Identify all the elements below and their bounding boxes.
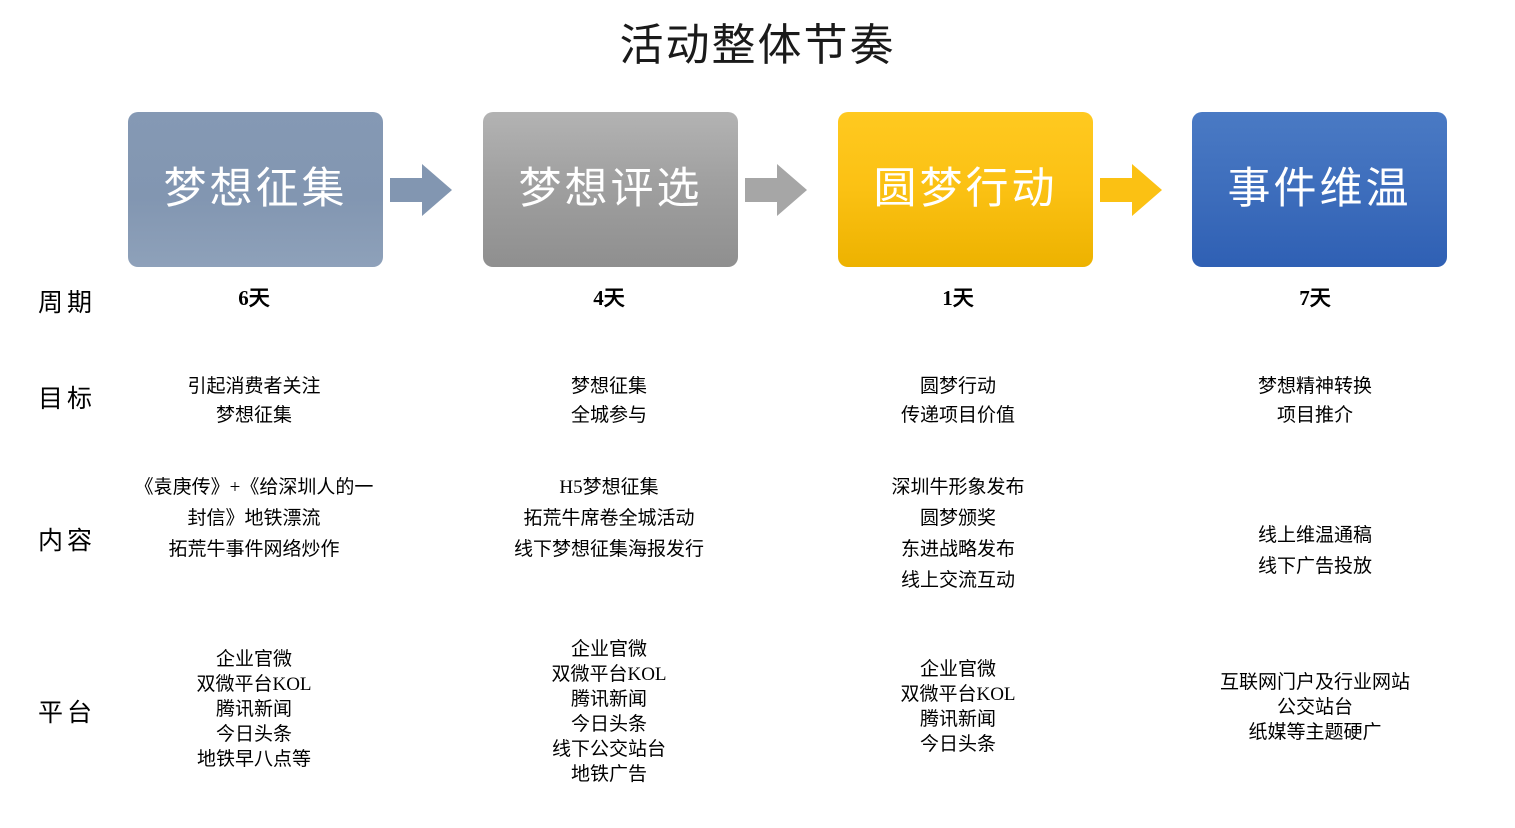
row-label-goal: 目标 bbox=[38, 386, 97, 413]
process-flow-stages: 梦想征集 梦想评选 圆梦行动 事件维温 bbox=[0, 112, 1515, 267]
cell-platform-stage4: 互联网门户及行业网站公交站台纸媒等主题硬广 bbox=[1165, 670, 1465, 745]
cell-line: 地铁广告 bbox=[570, 764, 647, 785]
cell-line: 地铁早八点等 bbox=[196, 749, 311, 770]
cell-line: 封信》地铁漂流 bbox=[187, 508, 321, 529]
cell-line: 梦想征集 bbox=[570, 376, 647, 397]
cell-line: 互联网门户及行业网站 bbox=[1219, 672, 1410, 693]
cell-goal-stage2: 梦想征集全城参与 bbox=[459, 372, 759, 430]
cell-line: 《袁庚传》+《给深圳人的一 bbox=[134, 477, 374, 498]
cell-line: 东进战略发布 bbox=[900, 539, 1015, 560]
cell-line: 双微平台KOL bbox=[900, 684, 1016, 705]
stage-box-event-maintenance[interactable]: 事件维温 bbox=[1192, 112, 1447, 267]
right-arrow-icon bbox=[1100, 162, 1162, 218]
stage-detail-matrix: 周期 6天 4天 1天 7天 目标 引起消费者关注梦想征集 梦想征集全城参与 圆… bbox=[0, 267, 1515, 812]
cell-line: 双微平台KOL bbox=[551, 664, 667, 685]
cell-platform-stage3: 企业官微双微平台KOL 腾讯新闻今日头条 bbox=[808, 657, 1108, 757]
cell-line: 拓荒牛事件网络炒作 bbox=[168, 539, 340, 560]
cell-line: 1天 bbox=[942, 286, 974, 310]
right-arrow-icon bbox=[745, 162, 807, 218]
cell-line: 4天 bbox=[593, 286, 625, 310]
cell-goal-stage1: 引起消费者关注梦想征集 bbox=[104, 372, 404, 430]
cell-line: 腾讯新闻 bbox=[919, 709, 996, 730]
cell-content-stage2: H5梦想征集拓荒牛席卷全城活动线下梦想征集海报发行 bbox=[459, 472, 759, 565]
row-label-period: 周期 bbox=[38, 290, 97, 317]
cell-line: 企业官微 bbox=[570, 639, 647, 660]
cell-line: 项目推介 bbox=[1276, 405, 1353, 426]
cell-line: 企业官微 bbox=[919, 659, 996, 680]
stage-label: 梦想征集 bbox=[163, 165, 348, 213]
cell-line: 梦想精神转换 bbox=[1257, 376, 1372, 397]
cell-line: 7天 bbox=[1299, 286, 1331, 310]
cell-line: 深圳牛形象发布 bbox=[891, 477, 1025, 498]
stage-box-dream-selection[interactable]: 梦想评选 bbox=[483, 112, 738, 267]
cell-content-stage1: 《袁庚传》+《给深圳人的一封信》地铁漂流拓荒牛事件网络炒作 bbox=[104, 472, 404, 565]
cell-line: 圆梦颁奖 bbox=[919, 508, 996, 529]
cell-line: 今日头条 bbox=[570, 714, 647, 735]
right-arrow-icon bbox=[390, 162, 452, 218]
cell-line: 线下梦想征集海报发行 bbox=[513, 539, 704, 560]
cell-line: 6天 bbox=[238, 286, 270, 310]
cell-line: 全城参与 bbox=[570, 405, 647, 426]
cell-period-stage2: 4天 bbox=[459, 285, 759, 311]
page-title: 活动整体节奏 bbox=[619, 21, 896, 70]
cell-line: 腾讯新闻 bbox=[570, 689, 647, 710]
cell-line: 今日头条 bbox=[919, 734, 996, 755]
row-label-platform: 平台 bbox=[38, 700, 97, 727]
stage-label: 事件维温 bbox=[1227, 165, 1412, 213]
stage-box-dream-collection[interactable]: 梦想征集 bbox=[128, 112, 383, 267]
cell-platform-stage2: 企业官微双微平台KOL 腾讯新闻今日头条线下公交站台地铁广告 bbox=[459, 637, 759, 787]
cell-line: 线上交流互动 bbox=[900, 570, 1015, 591]
stage-box-dream-fulfillment[interactable]: 圆梦行动 bbox=[838, 112, 1093, 267]
cell-period-stage1: 6天 bbox=[104, 285, 404, 311]
cell-goal-stage3: 圆梦行动传递项目价值 bbox=[808, 372, 1108, 430]
row-label-content: 内容 bbox=[38, 528, 97, 555]
cell-line: 企业官微 bbox=[215, 649, 292, 670]
stage-label: 圆梦行动 bbox=[873, 165, 1058, 213]
stage-label: 梦想评选 bbox=[518, 165, 703, 213]
cell-platform-stage1: 企业官微双微平台KOL 腾讯新闻今日头条地铁早八点等 bbox=[104, 647, 404, 772]
cell-line: 引起消费者关注 bbox=[187, 376, 321, 397]
cell-period-stage4: 7天 bbox=[1165, 285, 1465, 311]
cell-line: 线下广告投放 bbox=[1257, 556, 1372, 577]
cell-line: H5梦想征集 bbox=[559, 477, 659, 498]
cell-period-stage3: 1天 bbox=[808, 285, 1108, 311]
cell-line: 线下公交站台 bbox=[551, 739, 666, 760]
cell-line: 腾讯新闻 bbox=[215, 699, 292, 720]
cell-content-stage3: 深圳牛形象发布圆梦颁奖东进战略发布线上交流互动 bbox=[808, 472, 1108, 596]
cell-line: 拓荒牛席卷全城活动 bbox=[523, 508, 695, 529]
cell-line: 线上维温通稿 bbox=[1257, 525, 1372, 546]
cell-line: 纸媒等主题硬广 bbox=[1248, 722, 1382, 743]
cell-line: 梦想征集 bbox=[215, 405, 292, 426]
cell-line: 传递项目价值 bbox=[900, 405, 1015, 426]
cell-line: 圆梦行动 bbox=[919, 376, 996, 397]
cell-content-stage4: 线上维温通稿线下广告投放 bbox=[1165, 520, 1465, 582]
cell-goal-stage4: 梦想精神转换项目推介 bbox=[1165, 372, 1465, 430]
cell-line: 今日头条 bbox=[215, 724, 292, 745]
cell-line: 双微平台KOL bbox=[196, 674, 312, 695]
cell-line: 公交站台 bbox=[1276, 697, 1353, 718]
